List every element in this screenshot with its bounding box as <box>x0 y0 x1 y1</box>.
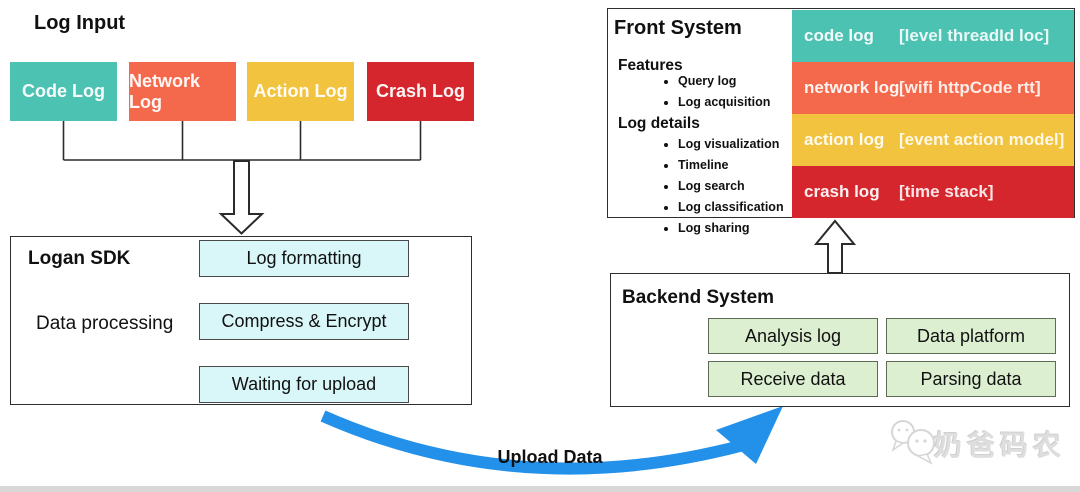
row-label: crash log <box>804 181 880 201</box>
list-item: Log search <box>678 179 784 193</box>
green-box-label: Receive data <box>740 368 846 389</box>
code-log-box: Code Log <box>10 62 117 121</box>
step-label: Waiting for upload <box>231 374 377 394</box>
network-log-row: network log [wifi httpCode rtt] <box>792 61 1074 114</box>
upload-data-label: Upload Data <box>497 447 603 467</box>
log-details-list: Log visualization Timeline Log search Lo… <box>658 137 784 242</box>
green-box-label: Parsing data <box>920 368 1022 389</box>
crash-log-row: crash log [time stack] <box>792 165 1074 218</box>
row-label: action log <box>804 129 885 149</box>
row-fields: [level threadId loc] <box>899 25 1050 45</box>
crash-log-box: Crash Log <box>367 62 474 121</box>
green-box-label: Analysis log <box>744 325 842 346</box>
row-label: code log <box>804 25 874 45</box>
list-item: Log visualization <box>678 137 784 151</box>
row-fields: [wifi httpCode rtt] <box>899 77 1041 97</box>
watermark-text: 奶爸码农 <box>934 430 1067 461</box>
data-platform-box: Data platform <box>886 318 1056 354</box>
data-processing-label: Data processing <box>36 313 174 334</box>
bottom-divider <box>0 486 1080 492</box>
front-system-rows: code log [level threadId loc] network lo… <box>792 9 1074 218</box>
backend-system-title: Backend System <box>622 287 775 308</box>
features-list: Query log Log acquisition <box>658 74 770 116</box>
wechat-bubbles-icon <box>891 420 935 465</box>
row-fields: [time stack] <box>899 181 994 201</box>
receive-data-box: Receive data <box>708 361 878 397</box>
action-log-box: Action Log <box>247 62 354 121</box>
action-log-label: Action Log <box>253 81 348 101</box>
network-log-box: Network Log <box>129 62 236 121</box>
code-log-row: code log [level threadId loc] <box>792 9 1074 62</box>
network-log-label: Network Log <box>129 70 201 112</box>
step-log-formatting: Log formatting <box>199 240 409 277</box>
list-item: Log classification <box>678 200 784 214</box>
list-item: Timeline <box>678 158 784 172</box>
up-arrow-icon <box>813 219 857 274</box>
list-item: Log sharing <box>678 221 784 235</box>
parsing-data-box: Parsing data <box>886 361 1056 397</box>
log-details-heading: Log details <box>618 115 700 132</box>
list-item: Log acquisition <box>678 95 770 109</box>
features-heading: Features <box>618 57 683 74</box>
list-item: Query log <box>678 74 770 88</box>
step-waiting-for-upload: Waiting for upload <box>199 366 409 403</box>
step-label: Compress & Encrypt <box>221 311 387 331</box>
log-input-title: Log Input <box>34 12 126 34</box>
analysis-log-box: Analysis log <box>708 318 878 354</box>
log-input-connector-lines <box>62 121 422 161</box>
front-system-title: Front System <box>614 17 742 39</box>
green-box-label: Data platform <box>916 325 1026 346</box>
action-log-row: action log [event action model] <box>792 113 1074 166</box>
code-log-label: Code Log <box>22 81 105 101</box>
row-fields: [event action model] <box>899 129 1065 149</box>
logan-sdk-title: Logan SDK <box>28 248 131 269</box>
row-label: network log <box>804 77 900 97</box>
down-arrow-icon <box>218 160 265 235</box>
step-compress-encrypt: Compress & Encrypt <box>199 303 409 340</box>
step-label: Log formatting <box>246 248 362 268</box>
crash-log-label: Crash Log <box>375 81 465 101</box>
